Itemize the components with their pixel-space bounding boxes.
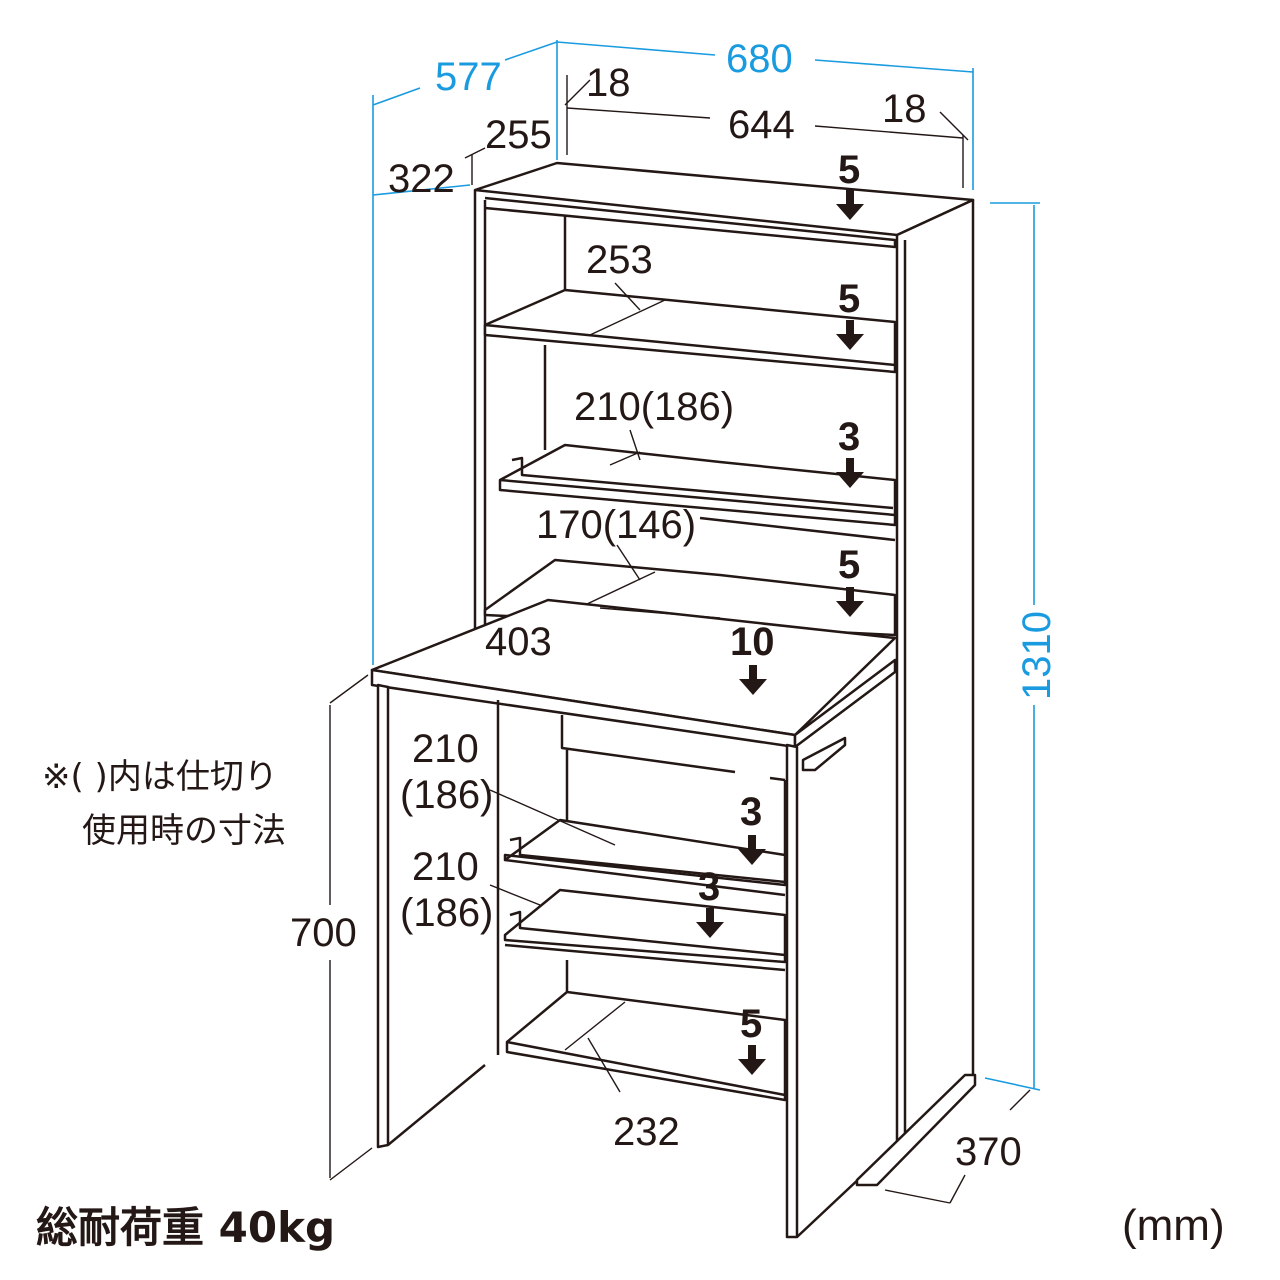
dimension-upper-depth: 255: [485, 113, 552, 157]
dimension-inner-width: 644: [728, 103, 795, 147]
load-shelf2: 3: [836, 415, 864, 488]
dimension-lower-shelf2-alt: (186): [400, 891, 493, 935]
load-shelf3: 5: [836, 543, 864, 617]
blue-dimension-lines: [372, 40, 1041, 1091]
desk: [370, 598, 897, 772]
dimension-lower-shelf1: 210: [412, 727, 479, 771]
dimension-side-right: 18: [882, 87, 927, 131]
load-value: 3: [698, 865, 720, 909]
lower-cabinet: [376, 683, 977, 1239]
total-load-capacity: 総耐荷重 40kg: [36, 1203, 335, 1252]
load-value: 5: [740, 1002, 762, 1046]
note-line-2: 使用時の寸法: [82, 811, 286, 851]
dimension-lower-shelf2: 210: [412, 845, 479, 889]
load-lower-shelf1: 3: [738, 790, 766, 865]
dimension-shelf2: 210(186): [574, 385, 734, 429]
load-value: 5: [838, 543, 860, 587]
dimension-desk-height: 700: [290, 911, 357, 955]
dimension-foot-depth: 370: [955, 1130, 1022, 1174]
dimension-lower-shelf1-alt: (186): [400, 773, 493, 817]
dimension-shelf3: 170(146): [536, 503, 696, 547]
dimension-desk-depth: 403: [485, 620, 552, 664]
note-line-1: ※( )内は仕切り: [42, 757, 278, 797]
load-value: 5: [838, 277, 860, 321]
load-bottom: 5: [738, 1002, 766, 1075]
load-shelf1: 5: [836, 277, 864, 350]
dimension-side-left: 18: [586, 61, 631, 105]
dimension-height-total: 1310: [1015, 611, 1059, 700]
black-dimension-lines: [329, 75, 1031, 1204]
dimension-depth-total: 577: [435, 55, 502, 99]
dimension-width-total: 680: [726, 37, 793, 81]
load-desk: 10: [730, 620, 775, 695]
load-value: 3: [740, 790, 762, 834]
load-value: 3: [838, 415, 860, 459]
load-top: 5: [836, 148, 864, 220]
load-value: 10: [730, 620, 775, 664]
load-lower-shelf2: 3: [696, 865, 724, 938]
dimension-shelf1: 253: [586, 238, 653, 282]
unit-label: (mm): [1122, 1201, 1225, 1250]
dimension-bottom-depth: 232: [613, 1110, 680, 1154]
dimension-upper-depth-total: 322: [388, 157, 455, 201]
load-value: 5: [838, 148, 860, 192]
